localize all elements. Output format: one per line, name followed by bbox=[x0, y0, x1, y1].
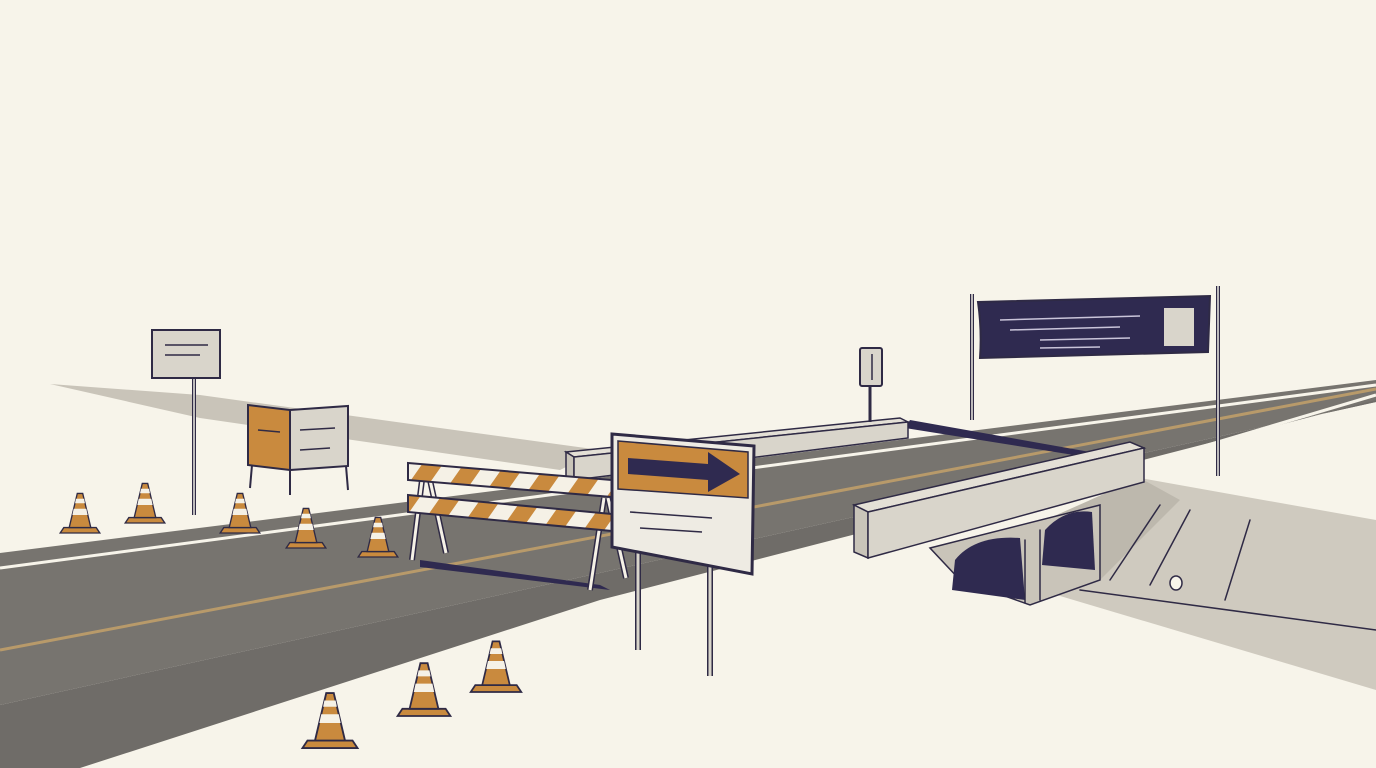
culvert-opening-right bbox=[1042, 511, 1095, 570]
traffic-cone bbox=[284, 507, 328, 549]
bridge-deck-side bbox=[867, 447, 1145, 559]
traffic-cone bbox=[218, 492, 262, 534]
far-sign bbox=[859, 347, 883, 387]
left-info-sign bbox=[151, 329, 221, 379]
bridge-deck-face bbox=[853, 503, 869, 560]
traffic-cone bbox=[58, 492, 102, 534]
banner-shadow bbox=[905, 420, 1090, 456]
folding-sign-right-panel bbox=[289, 404, 349, 472]
traffic-cone bbox=[395, 662, 453, 717]
traffic-cone bbox=[356, 516, 400, 558]
barricade-shadow bbox=[420, 560, 610, 590]
traffic-cone bbox=[300, 692, 360, 749]
folding-sign-left-panel bbox=[247, 403, 291, 472]
traffic-cone bbox=[123, 482, 167, 524]
banner-logo-panel bbox=[1164, 308, 1194, 346]
drain-pipe bbox=[1169, 575, 1183, 591]
right-arrow-icon bbox=[628, 452, 740, 492]
road-surface-lower bbox=[0, 400, 1376, 768]
traffic-cone bbox=[469, 640, 523, 693]
culvert-opening-left bbox=[952, 537, 1025, 600]
